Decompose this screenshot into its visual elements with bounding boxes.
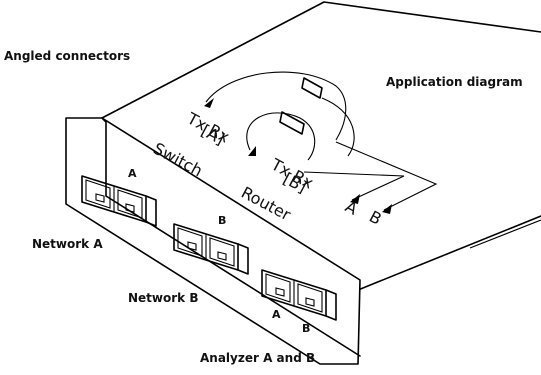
module-side-seam <box>469 219 541 249</box>
fiber-line-to-a <box>303 171 405 201</box>
splitter-block-upper <box>301 77 323 99</box>
network-a-callout: Network A <box>32 237 103 251</box>
module-top-surface <box>101 1 541 119</box>
analyzer-a-port-label: A <box>272 308 281 321</box>
fiber-arc-outer <box>205 71 347 141</box>
fiber-line-to-b <box>335 141 438 211</box>
splitter-block-lower <box>279 111 305 135</box>
analyzer-connector <box>261 269 337 321</box>
front-panel-edge <box>101 117 361 357</box>
arrow-head-switch <box>204 98 214 108</box>
network-b-connector <box>173 223 249 275</box>
module-side-edge <box>357 215 541 291</box>
analyzer-b-port-label: B <box>302 322 310 335</box>
arrow-head-router <box>248 146 256 156</box>
network-a-connector <box>81 175 157 227</box>
arrow-head-a <box>350 194 360 204</box>
network-a-port-label: A <box>128 167 137 180</box>
front-panel <box>65 117 361 365</box>
analyzer-callout: Analyzer A and B <box>200 351 315 365</box>
application-diagram-callout: Application diagram <box>386 75 523 89</box>
fiber-arc-inner <box>246 112 316 161</box>
fiber-arc-to-a <box>321 97 355 157</box>
network-b-callout: Network B <box>128 291 198 305</box>
angled-connectors-callout: Angled connectors <box>4 49 130 63</box>
output-b-label: B <box>366 207 385 229</box>
network-b-port-label: B <box>218 214 226 227</box>
output-a-label: A <box>342 197 361 219</box>
arrow-head-b <box>382 204 392 214</box>
